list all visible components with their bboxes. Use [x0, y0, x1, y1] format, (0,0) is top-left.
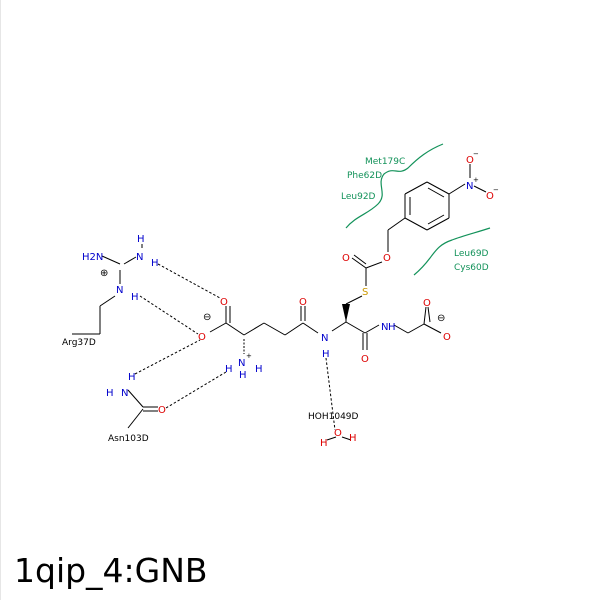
asn-h-top-label: H: [128, 372, 136, 383]
cys-o-label: O: [361, 354, 369, 365]
glu-h1-label: H: [225, 364, 233, 375]
water-h1-label: H: [320, 438, 328, 449]
residue-hoh1049d: HOH1049D: [308, 412, 359, 422]
asn-n-label: N: [121, 388, 128, 399]
arg-ne-label: N: [116, 285, 123, 296]
residue-asn103d: Asn103D: [108, 434, 149, 444]
glu-h2-label: H: [239, 370, 247, 381]
nitro-o-top-label: O: [466, 155, 474, 166]
arg-nh-h2-label: H: [151, 258, 159, 269]
asn-h-left-label: H: [106, 388, 114, 399]
arg-charge: ⊕: [100, 268, 108, 279]
hydrophobic-arc-leu69d: [413, 227, 491, 276]
residue-met179c: Met179C: [365, 157, 405, 167]
glu-gamma-o-label: O: [299, 297, 307, 308]
gly-o1-label: O: [423, 298, 431, 309]
nitro-o-right-label: O: [486, 191, 494, 202]
cys-n-label: N: [321, 333, 328, 344]
arg-nh-label: N: [136, 252, 143, 263]
atom-labels: N O O − − + O O S N H O N H O O ⊖ O O O …: [82, 150, 499, 449]
water-o-label: O: [334, 428, 342, 439]
sulfur-label: S: [362, 287, 368, 298]
asn-o-label: O: [158, 405, 166, 416]
nitro-o-right-charge: −: [493, 186, 499, 194]
ligand-bonds: [72, 164, 487, 441]
gly-charge: ⊖: [437, 313, 445, 324]
residue-cys60d: Cys60D: [454, 263, 489, 273]
hbond-arg-nh2-o: [157, 263, 221, 299]
residue-leu92d: Leu92D: [341, 192, 376, 202]
nitro-n-charge: +: [473, 176, 479, 184]
glu-o1-label: O: [220, 297, 228, 308]
residue-leu69d: Leu69D: [454, 249, 489, 259]
hbond-water-nh: [325, 357, 336, 431]
glu-o2-label: O: [198, 332, 206, 343]
water-h2-label: H: [349, 433, 357, 444]
arg-ne-h-label: H: [131, 292, 139, 303]
residue-arg37d: Arg37D: [62, 338, 96, 348]
hbond-asn-od1-nh3: [165, 371, 227, 409]
residue-labels: Met179C Phe62D Leu92D Leu69D Cys60D Arg3…: [62, 157, 489, 444]
cys-nh-label: H: [322, 349, 330, 360]
ligand-caption: 1qip_4:GNB: [14, 551, 208, 590]
residue-phe62d: Phe62D: [347, 171, 382, 181]
hbond-asn-nd2-o: [134, 339, 201, 375]
ester-o-label: O: [383, 253, 391, 264]
hydrophobic-arc-met179c: [345, 143, 444, 229]
carbonyl-o-label: O: [342, 253, 350, 264]
hydrophobic-arcs: [345, 143, 491, 276]
glu-n-label: N: [238, 358, 245, 369]
arg-h2n-label: H2N: [82, 252, 103, 263]
gly-n-label: N: [381, 322, 388, 333]
glu-n-charge: +: [246, 352, 252, 360]
gly-o2-label: O: [443, 332, 451, 343]
glu-h3-label: H: [255, 364, 263, 375]
hydrogen-bonds: [134, 263, 336, 431]
glu-charge: ⊖: [203, 312, 211, 323]
arg-nh-h1-label: H: [137, 234, 145, 245]
stereo-wedge: [342, 304, 350, 322]
gly-h-label: H: [388, 322, 396, 333]
nitro-o-top-charge: −: [473, 150, 479, 158]
hbond-arg-ne-o: [139, 295, 199, 335]
nitro-n-label: N: [466, 181, 473, 192]
